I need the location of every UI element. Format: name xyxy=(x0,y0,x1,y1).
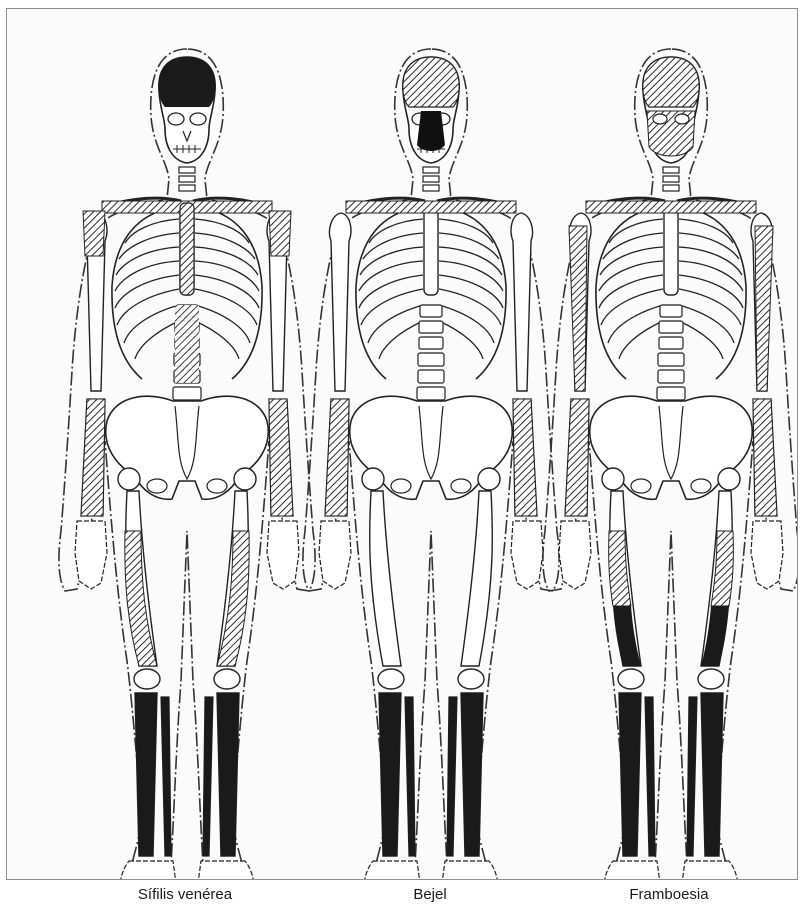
skeleton-bejel xyxy=(303,49,559,879)
lesion-forearms xyxy=(325,399,349,516)
caption-framboesia: Framboesia xyxy=(629,886,708,903)
lesion-forearms xyxy=(565,399,589,516)
skeleton-framboesia xyxy=(543,49,797,879)
lesion-humerus xyxy=(569,226,587,391)
lesion-skull xyxy=(403,57,459,107)
caption-bejel: Bejel xyxy=(413,886,446,903)
lesion-skull xyxy=(643,57,699,107)
lesion-skull xyxy=(159,57,215,107)
skeleton-plate xyxy=(6,8,798,880)
lesion-sternum xyxy=(180,203,194,295)
skeleton-sifilis xyxy=(59,49,315,879)
lesion-femurs xyxy=(125,531,157,666)
lesion-clavicles xyxy=(346,201,516,213)
caption-sifilis: Sífilis venérea xyxy=(138,886,232,903)
skeleton-illustration xyxy=(7,9,797,879)
lesion-clavicles xyxy=(586,201,756,213)
lesion-spine xyxy=(175,305,199,383)
lesion-forearms xyxy=(81,399,105,516)
lesion-nose xyxy=(417,111,445,151)
